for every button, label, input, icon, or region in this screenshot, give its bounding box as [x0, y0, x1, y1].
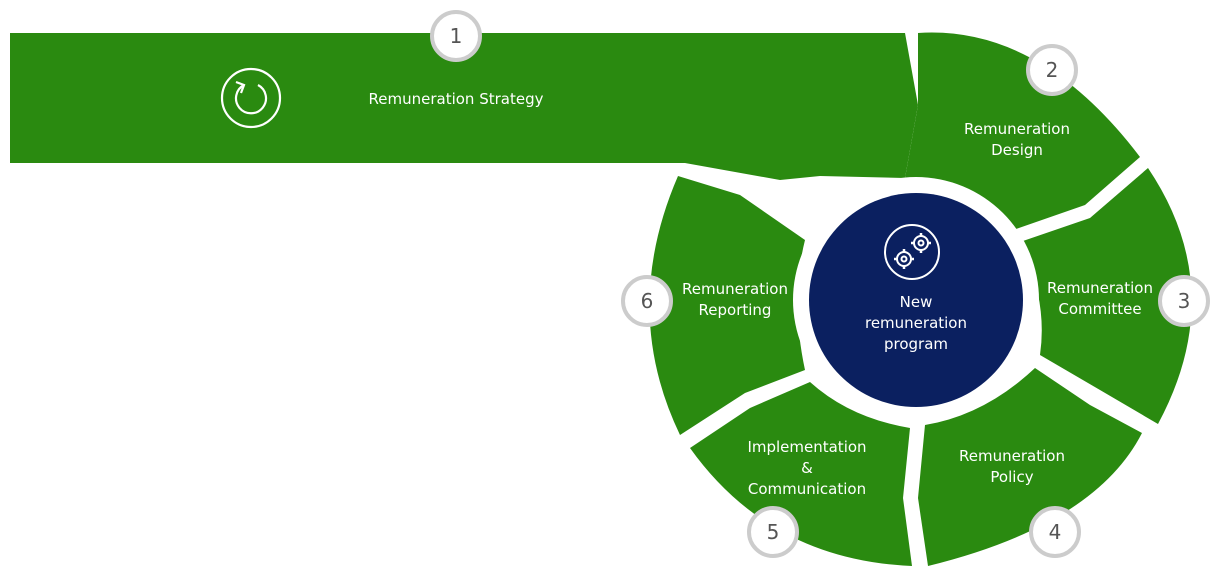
segment-6	[649, 176, 805, 435]
step-4-badge: 4	[1029, 506, 1081, 558]
segment-5	[690, 382, 912, 566]
step-number: 1	[450, 24, 463, 48]
step-3-badge: 3	[1158, 275, 1210, 327]
segment-2	[905, 32, 1140, 230]
step-number: 6	[641, 289, 654, 313]
step-1-label: Remuneration Strategy	[369, 90, 544, 108]
segment-4	[918, 368, 1142, 566]
badge-circle	[1026, 44, 1078, 96]
step-4-label-line: Remuneration	[959, 447, 1065, 465]
step-5-label-line: Communication	[748, 480, 866, 498]
step-6-label-line: Reporting	[699, 301, 772, 319]
segment-3	[1020, 168, 1192, 424]
segment-1	[10, 33, 918, 180]
badge-circle	[430, 10, 482, 62]
step-2-label-line: Design	[991, 141, 1043, 159]
step-2-label-line: Remuneration	[964, 120, 1070, 138]
badge-circle	[1029, 506, 1081, 558]
step-number: 5	[767, 520, 780, 544]
step-1-badge: 1	[430, 10, 482, 62]
step-3-label-line: Committee	[1058, 300, 1141, 318]
step-5-badge: 5	[747, 506, 799, 558]
step-6-label-line: Remuneration	[682, 280, 788, 298]
step-4-label-line: Policy	[990, 468, 1033, 486]
step-number: 3	[1178, 289, 1191, 313]
step-5-label-line: &	[801, 459, 813, 477]
step-number: 2	[1046, 58, 1059, 82]
badge-circle	[621, 275, 673, 327]
step-6-badge: 6	[621, 275, 673, 327]
step-1-label-line: Remuneration Strategy	[369, 90, 544, 108]
step-5-label-line: Implementation	[747, 438, 866, 456]
step-number: 4	[1049, 520, 1062, 544]
gears-icon	[884, 224, 940, 280]
center-label: New remuneration program	[865, 293, 967, 353]
badge-circle	[1158, 275, 1210, 327]
step-2-badge: 2	[1026, 44, 1078, 96]
center-circle	[809, 193, 1023, 407]
center-label-line: remuneration	[865, 314, 967, 332]
step-3-label-line: Remuneration	[1047, 279, 1153, 297]
step-5-label: Implementation & Communication	[747, 438, 866, 498]
badge-circle	[747, 506, 799, 558]
center-label-line: New	[900, 293, 933, 311]
center-label-line: program	[884, 335, 948, 353]
refresh-icon	[220, 67, 282, 129]
